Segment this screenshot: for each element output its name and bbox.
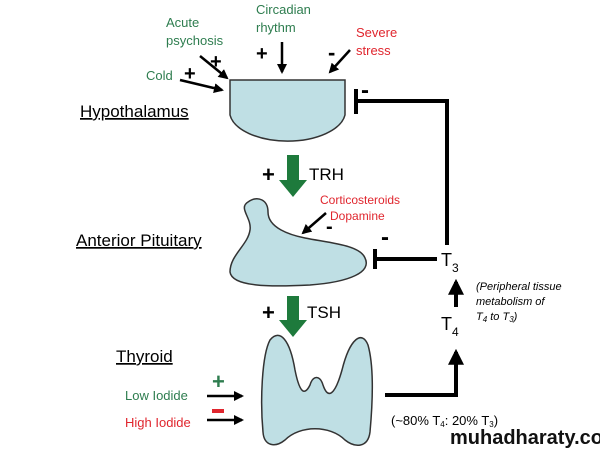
- tsh-label: TSH: [307, 303, 341, 322]
- cold-label: Cold: [146, 68, 173, 83]
- peripheral-note: (Peripheral tissue metabolism of T4 to T…: [476, 281, 565, 324]
- plus-sign: +: [184, 63, 196, 85]
- plus-sign: +: [256, 43, 268, 65]
- plus-sign: +: [262, 300, 275, 325]
- minus-sign: -: [326, 216, 333, 238]
- red-minus-sign: [212, 409, 224, 413]
- inhibitors-label: Corticosteroids Dopamine: [320, 193, 403, 223]
- cold-arrow: [179, 78, 224, 94]
- thyroid-shape: [260, 334, 374, 446]
- thyroid-output-line: [385, 358, 458, 397]
- hypothalamus-label: Hypothalamus: [80, 102, 189, 121]
- circadian-rhythm-label: Circadian rhythm: [256, 2, 315, 35]
- anterior-pituitary-shape: [229, 198, 368, 287]
- hypothalamus-shape: [229, 79, 346, 142]
- acute-psychosis-label: Acute psychosis: [166, 15, 224, 48]
- trh-label: TRH: [309, 165, 344, 184]
- anterior-pituitary-label: Anterior Pituitary: [76, 231, 202, 250]
- thyroid-label: Thyroid: [116, 347, 173, 366]
- stress-arrow: [328, 49, 351, 74]
- severe-stress-label: Severe stress: [356, 25, 401, 58]
- t3-feedback-line: [357, 99, 449, 245]
- tsh-arrow: [279, 296, 307, 337]
- t3-label: T3: [441, 250, 459, 275]
- high-iodide-label: High Iodide: [125, 415, 191, 430]
- acute-psychosis-arrow: [199, 55, 229, 80]
- minus-sign: -: [328, 40, 335, 65]
- inhibitors-arrow: [301, 212, 327, 235]
- low-iodide-label: Low Iodide: [125, 388, 188, 403]
- plus-sign: +: [212, 369, 225, 394]
- plus-sign: +: [210, 51, 222, 73]
- plus-sign: +: [262, 162, 275, 187]
- t4-t3-ratio: (~80% T4: 20% T3): [391, 413, 498, 429]
- minus-sign: -: [361, 77, 369, 104]
- t4-label: T4: [441, 314, 459, 339]
- minus-sign: -: [381, 224, 389, 251]
- trh-arrow: [279, 155, 307, 197]
- watermark: muhadharaty.com: [450, 427, 600, 449]
